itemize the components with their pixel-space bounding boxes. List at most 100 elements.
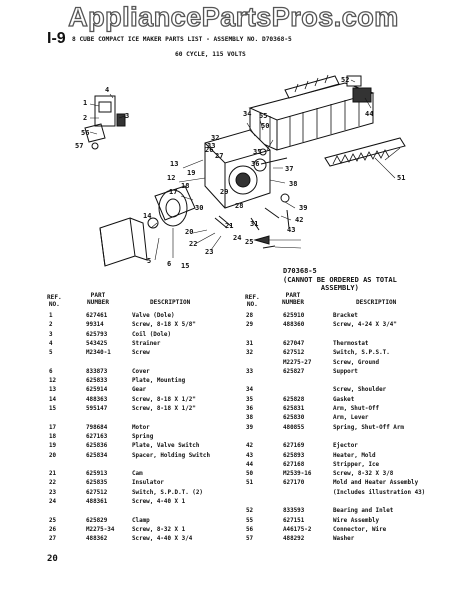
ice-stripper-illustration [324,137,406,167]
callout: 36 [251,160,259,168]
ref-cell: 14 [49,396,57,403]
part-number-cell: 488360 [283,322,305,329]
ref-cell: 13 [49,387,57,394]
part-number-cell: 627512 [86,489,108,496]
parts-list-title: 8 CUBE COMPACT ICE MAKER PARTS LIST - AS… [72,36,292,43]
callout: 5 [147,257,151,265]
description-cell: Cam [132,471,143,478]
part-number-cell: 625831 [283,406,305,412]
callout: 34 [243,110,251,118]
description-cell: Screw, 4-40 X 1 [132,499,186,505]
description-cell: Bearing and Inlet [333,508,394,515]
part-number-cell: M2539-16 [283,471,312,478]
part-number-cell: 627168 [283,461,305,468]
cover-illustration [99,217,148,267]
description-cell: Plate, Mounting [132,378,186,385]
ref-cell: 29 [246,322,254,329]
part-number-cell: 627170 [283,480,305,487]
ref-cell: 21 [49,471,57,478]
part-number-cell: 833873 [86,368,108,375]
part-number-cell: 798684 [86,424,108,431]
ref-cell: 1 [49,313,53,319]
ref-cell: 50 [246,471,254,478]
ref-cell: 15 [49,406,57,412]
description-cell: Screw, 8-18 X 5/8" [132,322,196,329]
assembly-number-block: D70368-5 (CANNOT BE ORDERED AS TOTAL ASS… [283,267,397,293]
ref-cell: 43 [246,452,254,459]
callout: 37 [285,165,293,173]
callout: 29 [220,188,228,196]
motor-illustration [147,185,196,229]
ref-cell: 32 [246,350,254,357]
callout: 44 [365,110,373,118]
left-description-header: DESCRIPTION [150,299,191,306]
callout: 35 [253,148,261,156]
description-cell: Screw, 8-18 X 1/2" [132,406,196,412]
description-cell: Arm, Lever [333,415,369,422]
ref-cell: 24 [49,499,57,505]
part-number-cell: 625829 [86,517,108,524]
callout: 18 [181,182,189,190]
description-cell: Screw, Ground [333,359,380,366]
part-number-cell: 625836 [86,443,108,450]
right-ref-header: REF. NO. [245,294,260,308]
part-number-cell: 543425 [86,340,108,347]
description-cell: Mold and Heater Assembly [333,480,419,487]
callout: 28 [235,202,243,210]
part-number-cell: 625828 [283,396,305,403]
control-housing-illustration [204,129,271,209]
callout: 55 [259,112,267,120]
description-cell: Screw, 8-18 X 1/2" [132,396,196,403]
description-cell: Screw, 8-32 X 1 [132,526,186,533]
ice-mold-illustration [248,82,375,151]
description-cell: Insulator [132,480,164,487]
part-number-cell: 833593 [283,508,305,515]
part-number-cell: 625834 [86,452,108,459]
part-number-cell: 625910 [283,313,305,319]
description-cell: Spacer, Holding Switch [132,452,211,459]
ref-cell: 34 [246,387,254,394]
part-number-cell: 627169 [283,443,305,450]
assembly-note-line1: (CANNOT BE ORDERED AS TOTAL [283,275,397,284]
description-cell: Screw, 4-40 X 3/4 [132,536,193,543]
description-cell: Bracket [333,313,358,319]
description-cell: Strainer [132,340,161,347]
callout: 30 [195,204,203,212]
part-number-cell: A46175-2 [283,526,312,533]
ref-cell: 52 [246,508,254,515]
description-cell: Gasket [333,396,355,403]
callout: 22 [189,240,197,248]
description-cell: Screw [132,350,150,357]
callout: 25 [245,238,253,246]
description-cell: Spring, Shut-Off Arm [333,424,404,431]
callout: 3 [125,112,129,120]
ref-cell: 4 [49,340,53,347]
callout: 24 [233,234,241,242]
callout: 51 [397,174,405,182]
callout: 56 [81,129,89,137]
description-cell: Switch, S.P.D.T. (2) [132,489,203,496]
ref-cell: 38 [246,415,254,422]
exploded-parts-diagram: 1 2 3 4 56 57 5 6 12 13 14 15 17 18 19 2… [75,74,406,270]
callout: 20 [185,228,193,236]
callout: 23 [205,248,213,256]
ref-cell: 51 [246,480,254,487]
callout-labels: 1 2 3 4 56 57 5 6 12 13 14 15 17 18 19 2… [75,76,405,270]
ref-cell: 31 [246,340,254,347]
callout: 31 [250,220,258,228]
ref-cell: 2 [49,322,53,329]
callout: 33 [207,142,215,150]
description-cell: Thermostat [333,340,369,347]
callout: 21 [225,222,233,230]
part-number-cell: 627512 [283,350,305,357]
callout: 26 [205,146,213,154]
part-number-cell: 627163 [86,433,108,440]
page-id: I-9 [47,30,66,47]
part-number-cell: 627151 [283,517,305,524]
ref-cell: 36 [246,406,254,412]
callout: 50 [261,122,269,130]
left-ref-header: REF. NO. [47,294,62,308]
callout: 42 [295,216,303,224]
ref-cell: 55 [246,517,254,524]
callout: 15 [181,262,189,270]
